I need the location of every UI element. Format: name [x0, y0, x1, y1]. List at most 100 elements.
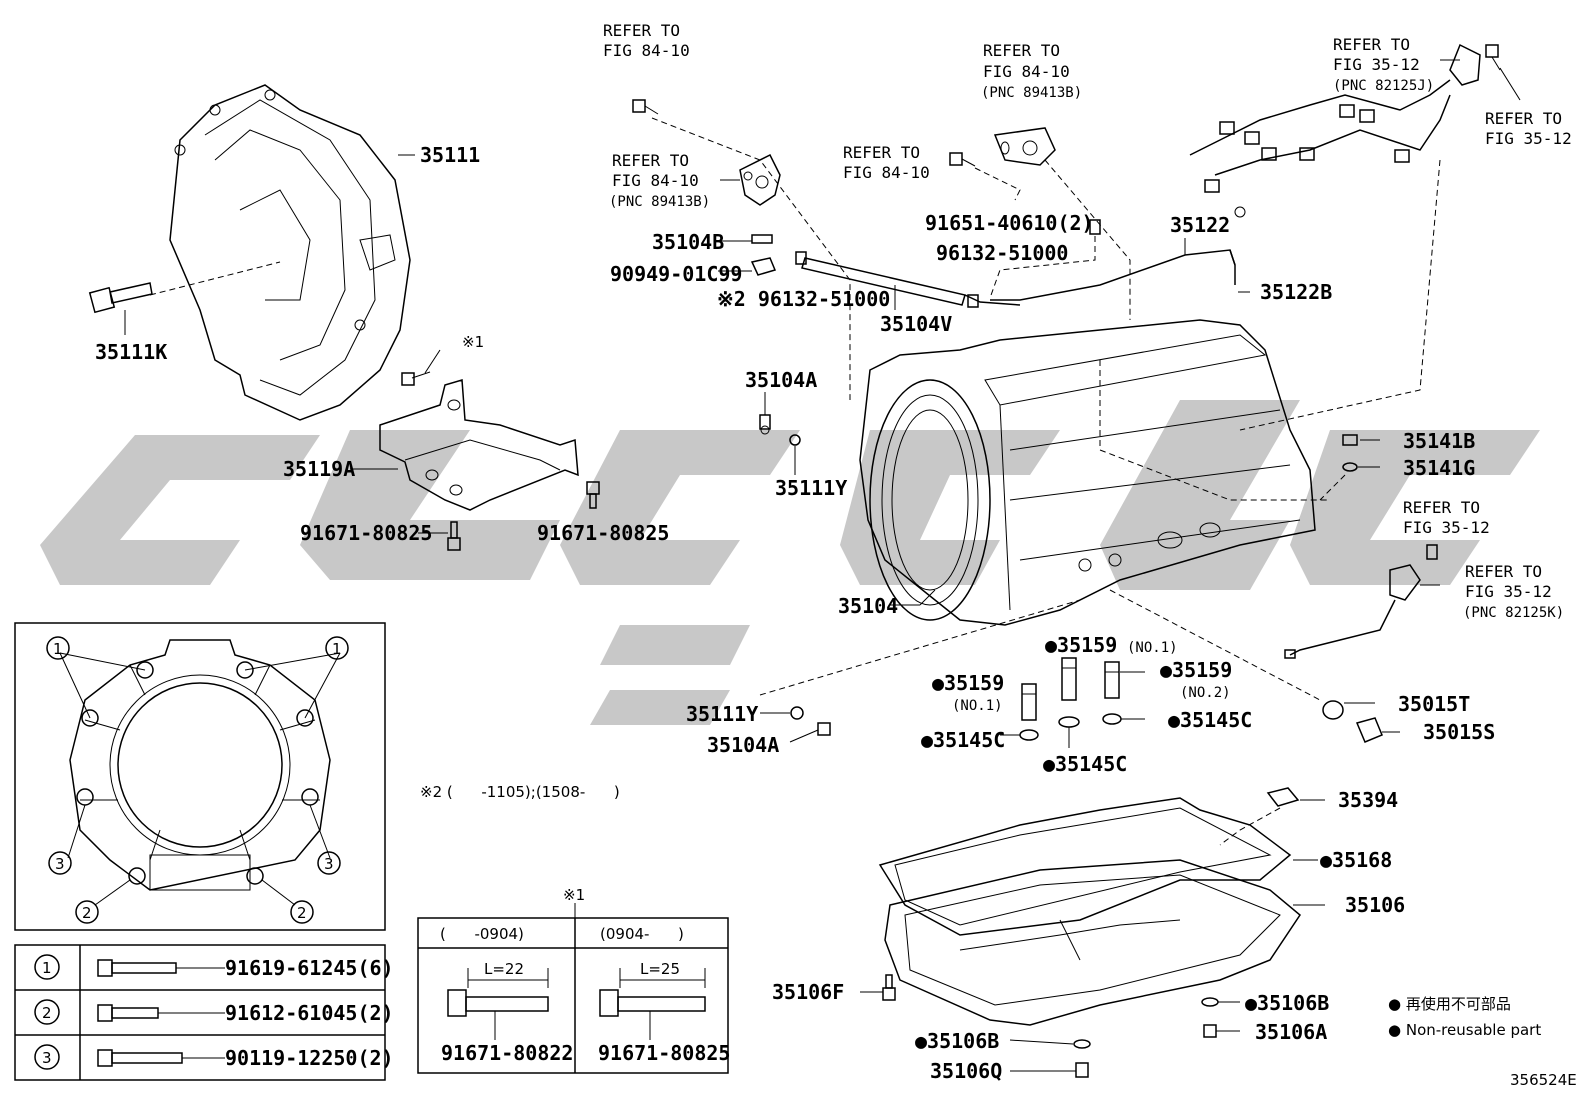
inset-callout-1-right: 1	[332, 640, 342, 658]
label-35106F: 35106F	[772, 980, 844, 1004]
label-91651-40610: 91651-40610(2)	[925, 211, 1094, 235]
refer-8-line1: REFER TO	[1465, 562, 1542, 581]
note1-length-left: L=22	[484, 960, 524, 978]
part-labels: 35111 35111K ※1 35119A 91671-80825 91671…	[95, 143, 1495, 1083]
bolt-table-row-1: 1 91619-61245(6)	[34, 954, 394, 980]
inset-housing-view: 1 1 3 3 2 2	[14, 622, 386, 931]
label-96132-51000-b: 96132-51000	[936, 241, 1068, 265]
refer-6-line2: FIG 35-12	[1485, 129, 1572, 148]
label-35145C-right: ●35145C	[1168, 708, 1252, 732]
label-91671-80825-lower: 91671-80825	[300, 521, 432, 545]
label-35111Y-top: 35111Y	[775, 476, 847, 500]
wire-harness-35122	[989, 219, 1250, 301]
refer-8-line3: (PNC 82125K)	[1463, 605, 1564, 621]
refer-4-line3: (PNC 89413B)	[981, 85, 1082, 101]
refer-7-line1: REFER TO	[1403, 498, 1480, 517]
label-35111: 35111	[420, 143, 480, 167]
note1-range-left: ( -0904)	[440, 925, 524, 943]
gasket-35106B-right	[1201, 997, 1240, 1007]
watermark-logo	[40, 400, 1540, 725]
bell-housing-35111	[149, 84, 411, 421]
nonreusable-dot: ●	[1245, 991, 1257, 1015]
label-35015S: 35015S	[1423, 720, 1495, 744]
note-2-text: ※2 ( -1105);(1508- )	[420, 783, 620, 801]
figure-code: 356524E	[1510, 1071, 1577, 1089]
refer-8-line2: FIG 35-12	[1465, 582, 1552, 601]
note1-part-right: 91671-80825	[598, 1041, 730, 1065]
bolt-91671-80825-right	[586, 481, 600, 509]
bolt-91671-80825-lower	[418, 521, 461, 551]
note1-part-left: 91671-80822	[441, 1041, 573, 1065]
plug-35106Q	[1010, 1062, 1089, 1078]
inset-callout-3-left: 3	[55, 855, 65, 873]
plug-35159-no2-right	[1104, 661, 1145, 699]
legend-en: ● Non-reusable part	[1388, 1021, 1541, 1039]
note1-table-mark: ※1	[563, 886, 585, 904]
refer-to-labels: REFER TO FIG 84-10 REFER TO FIG 84-10 (P…	[603, 21, 1572, 621]
refer-6-line1: REFER TO	[1485, 109, 1562, 128]
bolt-row-1-num: 1	[42, 959, 52, 977]
nonreusable-dot: ●	[1160, 658, 1172, 682]
refer-1-line2: FIG 84-10	[603, 41, 690, 60]
strainer-35015S	[1355, 717, 1400, 743]
label-35106B-left: ●35106B	[915, 1029, 999, 1053]
plug-35104A-bottom	[789, 722, 831, 743]
label-35122B: 35122B	[1260, 280, 1332, 304]
dipstick-tube-35104V	[795, 251, 1021, 310]
nonreusable-dot: ●	[1043, 752, 1055, 776]
gasket-35168	[878, 797, 1318, 936]
gasket-35145C-right	[1102, 713, 1145, 725]
label-35106B-right: ●35106B	[1245, 991, 1329, 1015]
label-35394: 35394	[1338, 788, 1398, 812]
label-35159-right-sub: (NO.2)	[1180, 685, 1231, 701]
label-35145C-center-text: 35145C	[1055, 752, 1127, 776]
inset-callout-2-right: 2	[297, 904, 307, 922]
nonreusable-dot: ●	[1168, 708, 1180, 732]
label-35106: 35106	[1345, 893, 1405, 917]
oring-35015T	[1322, 700, 1375, 720]
bolt-row-1-part: 91619-61245(6)	[225, 956, 394, 980]
magnet-35394	[1219, 787, 1325, 846]
bolt-table: 1 91619-61245(6) 2 91612-61045(2) 3 9011…	[14, 944, 394, 1081]
bolt-row-2-part: 91612-61045(2)	[225, 1001, 394, 1025]
bolt-row-3-num: 3	[42, 1049, 52, 1067]
refer-4-line1: REFER TO	[983, 41, 1060, 60]
legend-dot: ●	[1388, 995, 1406, 1013]
label-35159-center: ●35159	[1045, 633, 1117, 657]
label-note1-mark: ※1	[462, 333, 484, 351]
sensor-89413B-right	[949, 127, 1131, 320]
label-35106B-right-text: 35106B	[1257, 991, 1329, 1015]
pin-35104B	[718, 234, 773, 244]
refer-1-line1: REFER TO	[603, 21, 680, 40]
bolt-table-row-2: 2 91612-61045(2)	[34, 999, 394, 1025]
label-35141B: 35141B	[1403, 429, 1475, 453]
label-35104A-top: 35104A	[745, 368, 817, 392]
gasket-35141G	[1319, 462, 1380, 501]
nonreusable-dot: ●	[1320, 848, 1332, 872]
inset-callout-2-left: 2	[82, 904, 92, 922]
sensor-82125K	[1284, 544, 1440, 659]
refer-7-line2: FIG 35-12	[1403, 518, 1490, 537]
label-35168: ●35168	[1320, 848, 1392, 872]
label-35119A: 35119A	[283, 457, 355, 481]
label-35159-center-text: 35159	[1057, 633, 1117, 657]
label-35111K: 35111K	[95, 340, 167, 364]
bolt-table-row-3: 3 90119-12250(2)	[34, 1044, 394, 1070]
label-35159-right-text: 35159	[1172, 658, 1232, 682]
refer-2-line2: FIG 84-10	[612, 171, 699, 190]
label-35168-text: 35168	[1332, 848, 1392, 872]
clip-90949-01C99	[718, 257, 777, 276]
refer-2-line3: (PNC 89413B)	[609, 194, 710, 210]
nonreusable-dot: ●	[932, 671, 944, 695]
label-35159-center-sub: (NO.1)	[1127, 640, 1178, 656]
bolt-35141B	[1342, 434, 1380, 446]
inset-callout-1-left: 1	[53, 640, 63, 658]
oring-35111Y-bottom	[760, 706, 804, 720]
gasket-35145C-left	[1000, 729, 1039, 741]
bolt-35106F	[860, 974, 896, 1001]
nonreusable-dot: ●	[1045, 633, 1057, 657]
label-35104B: 35104B	[652, 230, 724, 254]
transmission-case-35104	[759, 319, 1330, 701]
label-35145C-left-text: 35145C	[933, 728, 1005, 752]
